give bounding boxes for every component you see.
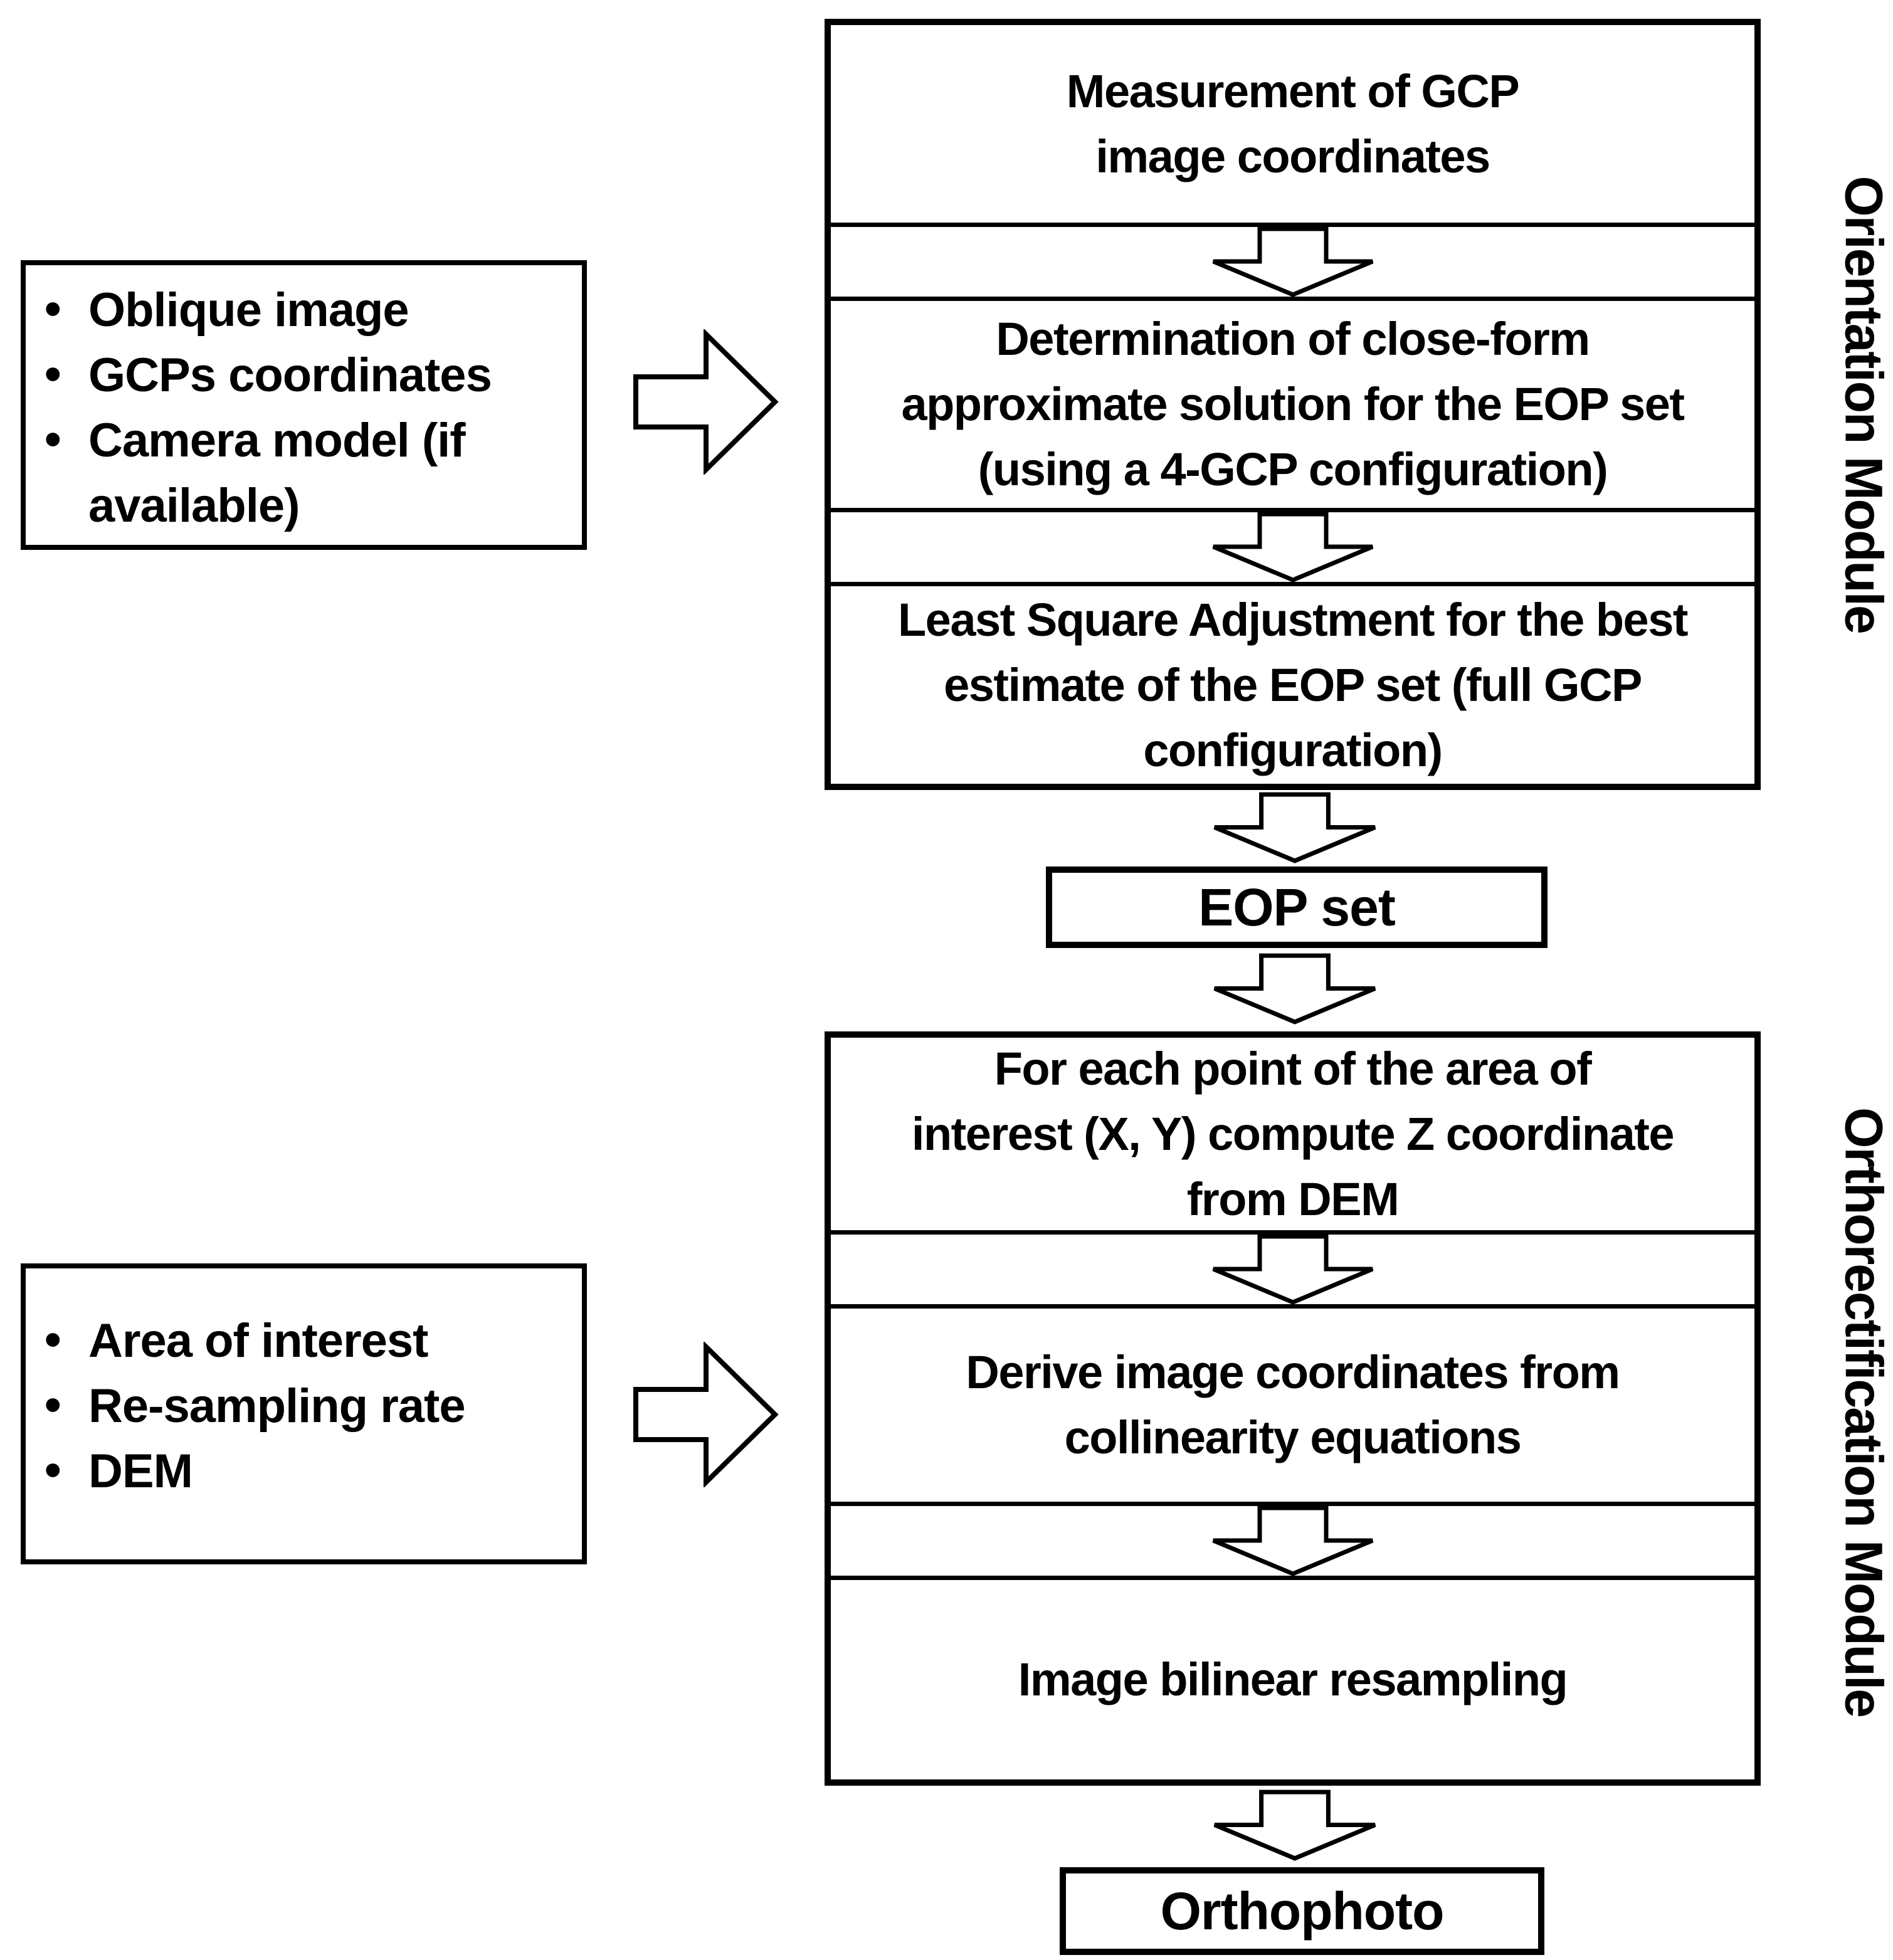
down-arrow-icon [1213, 953, 1376, 1025]
orientation-module-box: Measurement of GCP image coordinates Det… [825, 19, 1761, 790]
step-text: Determination of close-form approximate … [901, 313, 1685, 495]
step-text: Least Square Adjustment for the best est… [897, 593, 1689, 776]
input-list: Oblique image GCPs coordinates Camera mo… [26, 277, 582, 539]
input-list: Area of interest Re-sampling rate DEM [26, 1307, 582, 1504]
down-arrow-icon [1212, 227, 1373, 297]
bullet-item: Area of interest [26, 1307, 582, 1374]
arrow-strip [831, 223, 1754, 301]
flow-step: Least Square Adjustment for the best est… [831, 586, 1754, 784]
bullet-item: DEM [26, 1438, 582, 1504]
orthophoto-box: Orthophoto [1060, 1867, 1544, 1955]
orthorectification-module-label: Orthorectification Module [1834, 1107, 1893, 1717]
orthorectification-module-box: For each point of the area of interest (… [825, 1031, 1761, 1786]
right-arrow-icon [633, 1342, 779, 1487]
down-arrow-icon [1212, 1506, 1373, 1576]
eop-set-label: EOP set [1198, 877, 1396, 937]
orientation-module-label: Orientation Module [1834, 176, 1893, 633]
bullet-item: Oblique image [26, 277, 582, 343]
arrow-strip [831, 508, 1754, 586]
flow-step: For each point of the area of interest (… [831, 1038, 1754, 1230]
down-arrow-icon [1212, 1235, 1373, 1304]
flow-step: Image bilinear resampling [831, 1580, 1754, 1779]
input-box-orientation: Oblique image GCPs coordinates Camera mo… [21, 260, 587, 550]
bullet-item: Camera model (if available) [26, 407, 582, 539]
flow-step: Measurement of GCP image coordinates [831, 25, 1754, 223]
orthophoto-label: Orthophoto [1160, 1881, 1445, 1941]
step-text: Image bilinear resampling [1018, 1653, 1568, 1705]
step-text: Measurement of GCP image coordinates [1066, 65, 1520, 182]
step-text: Derive image coordinates from collineari… [966, 1346, 1620, 1463]
down-arrow-icon [1212, 512, 1373, 582]
arrow-strip [831, 1230, 1754, 1309]
bullet-item: GCPs coordinates [26, 342, 582, 408]
bullet-item: Re-sampling rate [26, 1373, 582, 1439]
down-arrow-icon [1213, 1789, 1376, 1861]
down-arrow-icon [1213, 792, 1376, 863]
eop-set-box: EOP set [1046, 867, 1548, 948]
arrow-strip [831, 1502, 1754, 1580]
flow-step: Derive image coordinates from collineari… [831, 1309, 1754, 1502]
flow-step: Determination of close-form approximate … [831, 301, 1754, 508]
step-text: For each point of the area of interest (… [911, 1042, 1675, 1225]
right-arrow-icon [633, 329, 779, 475]
input-box-orthorectification: Area of interest Re-sampling rate DEM [21, 1263, 587, 1564]
